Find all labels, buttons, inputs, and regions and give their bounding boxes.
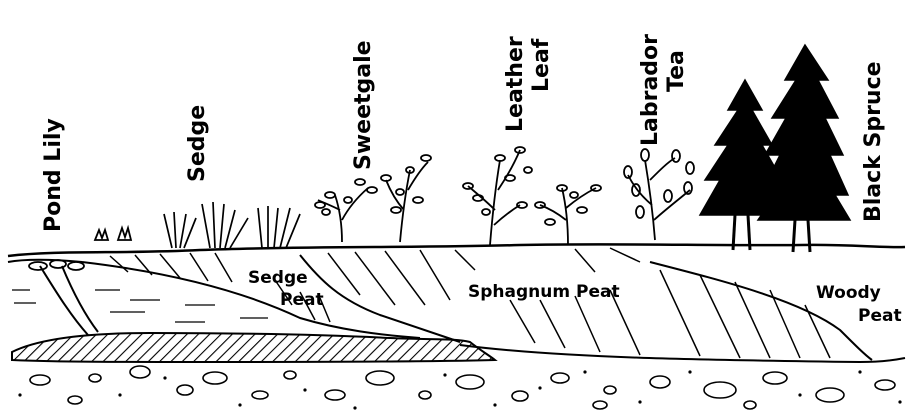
label-woody-peat-2: Peat — [858, 306, 902, 326]
label-sphagnum-peat: Sphagnum Peat — [468, 282, 620, 302]
label-black-spruce: Black Spruce — [861, 61, 886, 222]
leather-leaf-shrub-icon — [463, 147, 601, 245]
label-leather: Leather — [503, 36, 528, 132]
label-leaf: Leaf — [529, 38, 554, 92]
sedge-tuft-icon — [164, 202, 300, 248]
labrador-tea-shrub-icon — [624, 149, 694, 240]
label-tea: Tea — [664, 50, 689, 92]
pond-water-dashes — [12, 290, 268, 322]
label-sweetgale: Sweetgale — [351, 40, 376, 170]
black-spruce-tree-icon — [700, 45, 850, 252]
label-sedge-peat-2: Peat — [280, 290, 324, 310]
pond-lily-icon — [29, 228, 131, 270]
label-woody-peat-1: Woody — [816, 283, 881, 303]
sediment-band — [12, 333, 495, 362]
ground-surface-line — [8, 244, 905, 256]
label-sedge-peat-1: Sedge — [248, 268, 308, 288]
bedrock-gravel — [30, 366, 895, 409]
label-pond-lily: Pond Lily — [41, 118, 66, 232]
label-sedge: Sedge — [185, 105, 210, 182]
label-labrador: Labrador — [638, 34, 663, 146]
